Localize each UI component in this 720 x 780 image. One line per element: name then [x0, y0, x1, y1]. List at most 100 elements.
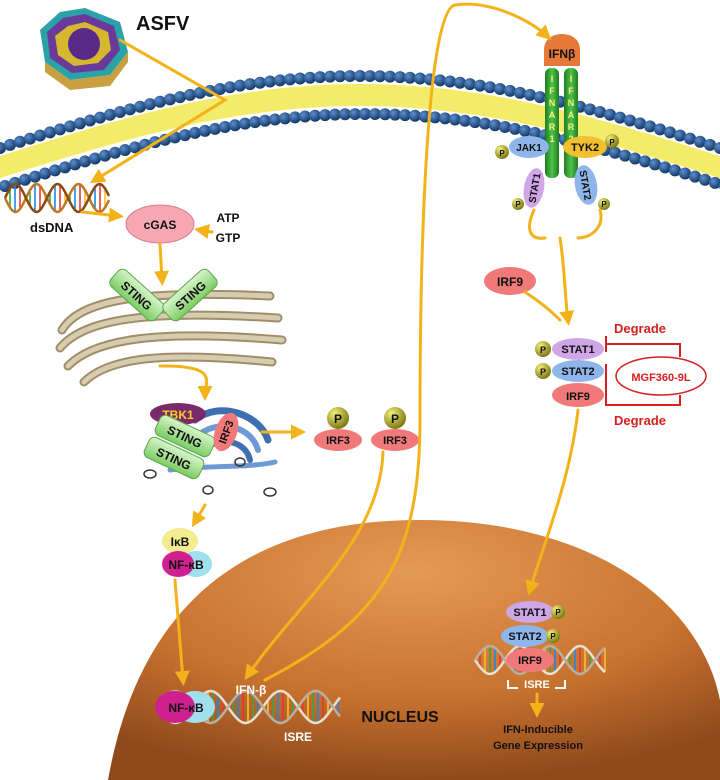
sting-dimer-er: STING STING — [109, 268, 218, 322]
stat1-label-receptor: STAT1 — [527, 172, 543, 204]
phospho-label-stat2-complex: P — [540, 367, 546, 377]
phospholipid-head — [649, 158, 661, 171]
irf9-label-free: IRF9 — [497, 275, 523, 289]
phospholipid-head — [389, 108, 401, 121]
atp-label: ATP — [216, 211, 239, 225]
phospholipid-head — [224, 81, 236, 94]
irf3-phospho-dimer: P P IRF3 IRF3 — [314, 407, 419, 451]
endoplasmic-reticulum-icon — [55, 289, 287, 387]
phospholipid-head — [624, 114, 636, 127]
phospholipid-head — [584, 103, 596, 116]
arrow-atp-gtp-to-cgas — [194, 224, 214, 239]
dna-strand — [3, 182, 111, 214]
phospholipid-head — [459, 114, 471, 127]
phospholipid-head — [39, 167, 51, 180]
phospholipid-head — [469, 116, 481, 129]
phospholipid-head — [594, 106, 606, 118]
phospholipid-head — [414, 72, 426, 85]
phospholipid-head — [114, 106, 126, 118]
phospholipid-head — [399, 109, 411, 122]
arrow-stat1-release — [528, 208, 547, 240]
phospholipid-head — [209, 122, 221, 135]
ikb-nfkb-complex: IκB NF-κB — [162, 528, 212, 577]
inhibition-lines — [605, 336, 681, 406]
phospholipid-head — [64, 120, 76, 133]
arrow-isgf3-to-nucleus — [525, 408, 580, 596]
phospholipid-head — [89, 152, 101, 165]
phospholipid-head — [74, 117, 86, 130]
phospholipid-head — [349, 108, 361, 121]
phospholipid-head — [484, 81, 496, 94]
phospho-label-tyk2: P — [609, 138, 615, 147]
ifnb-ligand-label: IFNβ — [549, 47, 576, 61]
phospholipid-head — [524, 88, 536, 101]
phospholipid-head — [384, 70, 396, 83]
phospholipid-head — [439, 112, 451, 125]
phospholipid-head — [94, 111, 106, 124]
phospho-label-irf3a: P — [334, 412, 342, 426]
phospholipid-head — [264, 75, 276, 88]
arrow-dsdna-to-cgas — [80, 207, 124, 223]
phospholipid-head — [344, 70, 356, 83]
stat2-receptor: STAT2 P — [574, 165, 610, 210]
degrade-label-top: Degrade — [614, 321, 666, 336]
phospholipid-head — [14, 135, 26, 148]
phospholipid-head — [49, 164, 61, 177]
phospholipid-head — [509, 122, 521, 135]
phospholipid-head — [144, 98, 156, 111]
phospholipid-head — [34, 129, 46, 142]
phospholipid-head — [79, 155, 91, 168]
phospholipid-head — [214, 83, 226, 96]
phospholipid-head — [429, 111, 441, 124]
phospholipid-head — [54, 123, 66, 136]
phospholipid-head — [329, 108, 341, 121]
arrow-to-ikb — [191, 503, 207, 528]
irf3-label-b: IRF3 — [383, 435, 407, 447]
stat2-label-nucleus: STAT2 — [508, 631, 541, 643]
phospholipid-head — [534, 91, 546, 104]
isgf3-complex-cytoplasm: STAT1 P STAT2 P IRF9 — [535, 338, 604, 407]
isg-expression-line2: Gene Expression — [493, 740, 583, 752]
asfv-label: ASFV — [136, 13, 190, 35]
phospholipid-head — [474, 79, 486, 92]
phospholipid-head — [184, 88, 196, 101]
ifnb-ligand: IFNβ — [544, 34, 580, 66]
phospholipid-head — [309, 109, 321, 122]
phospholipid-head — [604, 108, 616, 121]
plasma-membrane — [0, 70, 720, 192]
arrow-cgas-to-sting — [154, 242, 169, 286]
cgas-node: cGAS — [125, 204, 195, 244]
phospholipid-head — [714, 142, 720, 154]
phospholipid-head — [379, 108, 391, 121]
phospholipid-head — [679, 167, 691, 180]
phospholipid-head — [189, 126, 201, 139]
phospholipid-head — [529, 126, 541, 139]
pathway-arrows — [80, 2, 603, 718]
membrane-tails — [0, 84, 720, 178]
stat2-label-complex: STAT2 — [561, 366, 594, 378]
phospholipid-head — [29, 170, 41, 183]
phospholipid-head — [654, 123, 666, 136]
phospholipid-head — [284, 73, 296, 86]
dna-strand — [3, 182, 111, 214]
phospholipid-head — [19, 173, 31, 186]
phospholipid-head — [299, 110, 311, 123]
phospholipid-head — [254, 76, 266, 89]
nfkb-label-cytoplasm: NF-κB — [168, 558, 204, 572]
phospho-label-irf3b: P — [391, 412, 399, 426]
phospholipid-head — [269, 113, 281, 126]
phospholipid-head — [519, 124, 531, 137]
phospholipid-head — [229, 119, 241, 132]
phospholipid-head — [154, 95, 166, 108]
phospholipid-head — [244, 78, 256, 91]
phospholipid-head — [84, 114, 96, 127]
phospholipid-head — [109, 146, 121, 159]
phospholipid-head — [24, 132, 36, 145]
phospholipid-head — [689, 170, 701, 183]
phospholipid-head — [669, 164, 681, 177]
phospholipid-head — [639, 155, 651, 168]
dsdna-label: dsDNA — [30, 220, 74, 235]
phospholipid-head — [239, 117, 251, 130]
phospholipid-head — [4, 138, 16, 151]
tyk2-node: TYK2 P — [563, 134, 619, 158]
